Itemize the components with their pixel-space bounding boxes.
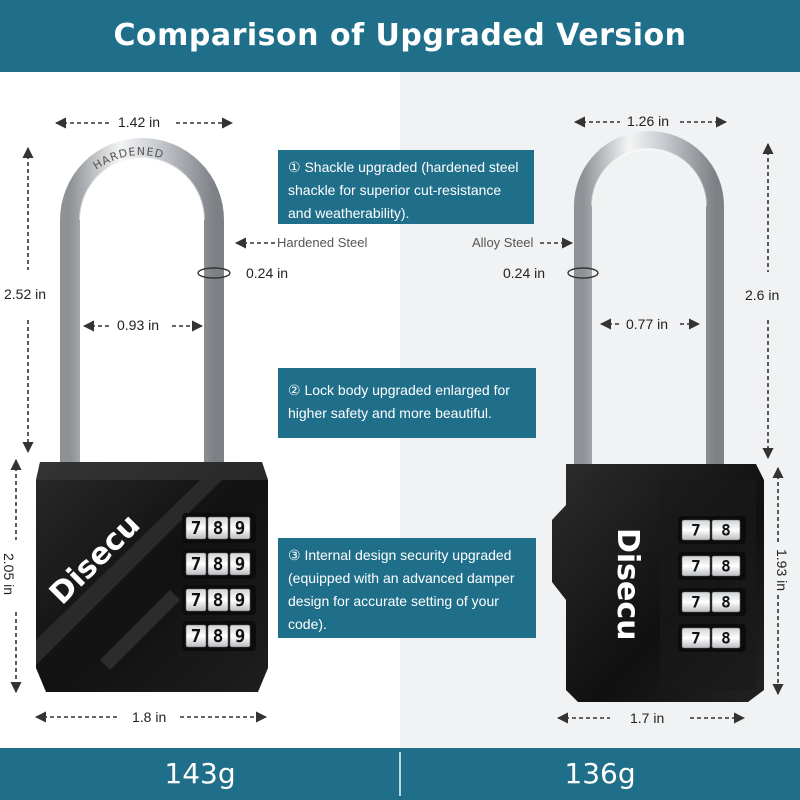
right-dial-digit: 8	[721, 629, 731, 648]
left-dial-digit: 7	[191, 627, 202, 647]
left-shackle-height-label: 2.52 in	[4, 286, 47, 302]
left-dial-wheel	[229, 516, 251, 540]
left-dial-wheel	[229, 624, 251, 648]
left-body-height-label: 2.05 in	[1, 552, 18, 596]
left-dial-wheel	[229, 552, 251, 576]
right-shackle-gap-label: 0.77 in	[626, 316, 669, 332]
right-shackle-thickness-label: 0.24 in	[503, 265, 546, 281]
left-dial-wheel	[185, 624, 207, 648]
left-dial-digit: 9	[235, 627, 246, 647]
left-dial-digit: 9	[235, 591, 246, 611]
dimension-lines	[10, 116, 784, 724]
right-dial-wheel	[711, 627, 741, 649]
right-dial-wheel	[681, 591, 711, 613]
right-dial-wheel	[681, 627, 711, 649]
right-dial-wheel	[711, 555, 741, 577]
right-shackle	[574, 131, 724, 470]
right-dial-wheel	[711, 519, 741, 541]
left-dial-digit: 7	[191, 591, 202, 611]
left-material-label: Hardened Steel	[277, 235, 368, 250]
feature-body-upgrade: ② Lock body upgraded enlarged for higher…	[278, 368, 536, 438]
left-dial-wheel	[207, 588, 229, 612]
left-shackle-gap-label: 0.93 in	[117, 317, 160, 333]
right-material-label: Alloy Steel	[472, 235, 534, 250]
right-body-height-label: 1.93 in	[774, 548, 791, 592]
header-banner	[0, 0, 800, 72]
left-dial-wheel	[207, 516, 229, 540]
right-dial-digit: 7	[691, 593, 701, 612]
right-body-width-label: 1.7 in	[630, 710, 665, 726]
left-dial-digit: 9	[235, 519, 246, 539]
left-dial-wheel	[185, 516, 207, 540]
right-shackle-height-label: 2.6 in	[745, 287, 780, 303]
right-dial-wheel	[681, 519, 711, 541]
right-dial-digit: 8	[721, 557, 731, 576]
left-dial-digit: 8	[213, 555, 224, 575]
left-dial-digit: 7	[191, 555, 202, 575]
page-title: Comparison of Upgraded Version	[113, 18, 687, 53]
right-dial-wheel	[681, 555, 711, 577]
right-brand-logo: Disecu	[610, 528, 645, 641]
feature-internal-upgrade: ③ Internal design security upgraded (equ…	[278, 538, 536, 638]
left-dial-wheel	[185, 588, 207, 612]
right-weight: 136g	[564, 757, 636, 790]
right-dial-digit: 7	[691, 629, 701, 648]
left-weight: 143g	[164, 757, 236, 790]
left-dial-digit: 8	[213, 627, 224, 647]
right-dial-digit: 8	[721, 593, 731, 612]
left-shackle-thickness-label: 0.24 in	[246, 265, 289, 281]
right-dial-digit: 7	[691, 521, 701, 540]
left-dial-wheel	[207, 552, 229, 576]
left-shackle-width-label: 1.42 in	[118, 114, 161, 130]
feature-shackle-upgrade: ① Shackle upgraded (hardened steel shack…	[278, 150, 534, 224]
footer-divider	[399, 752, 401, 796]
left-dial-digit: 7	[191, 519, 202, 539]
right-shackle-width-label: 1.26 in	[627, 113, 670, 129]
right-dial-digit: 8	[721, 521, 731, 540]
right-dial-digit: 7	[691, 557, 701, 576]
right-dial-wheel	[711, 591, 741, 613]
left-dial-digit: 9	[235, 555, 246, 575]
left-dial-wheel	[185, 552, 207, 576]
left-dial-digit: 8	[213, 591, 224, 611]
left-shackle	[60, 138, 224, 470]
left-dial-digit: 8	[213, 519, 224, 539]
left-body-width-label: 1.8 in	[132, 709, 167, 725]
left-dial-wheel	[207, 624, 229, 648]
left-dial-wheel	[229, 588, 251, 612]
